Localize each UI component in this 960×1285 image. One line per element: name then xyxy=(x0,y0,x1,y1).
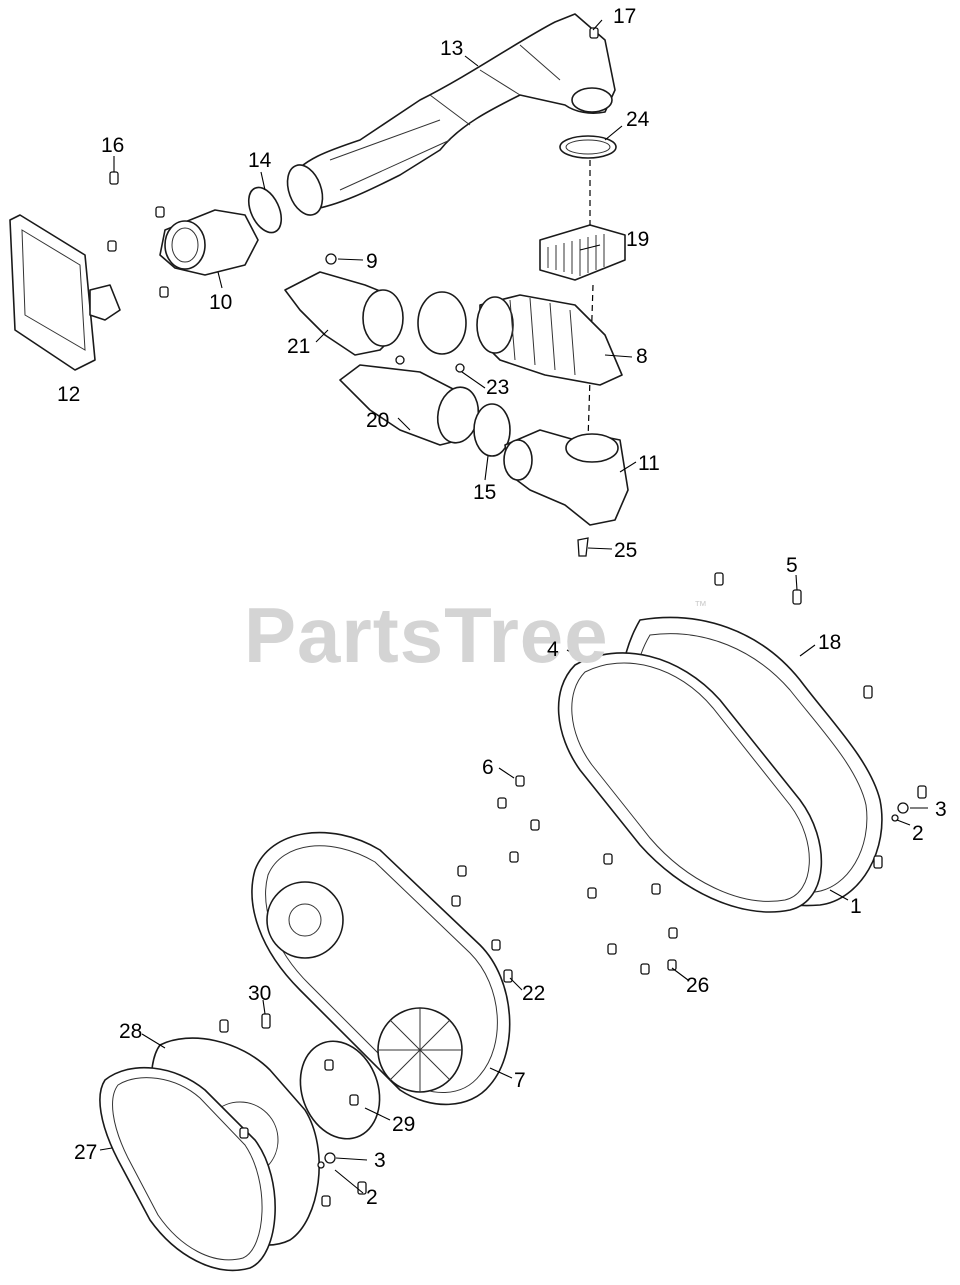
part-27-gasket[interactable] xyxy=(99,1066,276,1272)
callout-1[interactable]: 1 xyxy=(850,895,862,918)
part-19-filter[interactable] xyxy=(539,224,626,281)
callout-25[interactable]: 25 xyxy=(614,539,638,562)
callout-3-bottom[interactable]: 3 xyxy=(374,1149,386,1172)
callout-7[interactable]: 7 xyxy=(514,1069,526,1092)
callout-8[interactable]: 8 xyxy=(636,345,648,368)
callout-27[interactable]: 27 xyxy=(74,1141,98,1164)
callout-21[interactable]: 21 xyxy=(287,335,311,358)
callout-19[interactable]: 19 xyxy=(626,228,650,251)
part-24-clamp[interactable] xyxy=(559,135,617,159)
callout-22[interactable]: 22 xyxy=(522,982,546,1005)
callout-13[interactable]: 13 xyxy=(440,37,464,60)
part-11-elbow[interactable] xyxy=(503,429,629,526)
callout-2-bottom[interactable]: 2 xyxy=(366,1186,378,1209)
callout-15[interactable]: 15 xyxy=(473,481,497,504)
callout-29[interactable]: 29 xyxy=(392,1113,416,1136)
part-14-clamp[interactable] xyxy=(242,182,288,237)
part-21-duct[interactable] xyxy=(284,271,404,356)
callout-16[interactable]: 16 xyxy=(101,134,125,157)
part-4-seal[interactable] xyxy=(557,652,823,913)
o-ring-upper[interactable] xyxy=(417,291,467,355)
part-15-ring[interactable] xyxy=(473,403,511,457)
watermark: PartsTree xyxy=(244,591,609,679)
callout-11[interactable]: 11 xyxy=(638,452,660,475)
callout-17[interactable]: 17 xyxy=(613,5,637,28)
callout-4[interactable]: 4 xyxy=(547,638,559,661)
leader-lines xyxy=(99,19,928,1194)
part-10-adapter[interactable] xyxy=(159,209,259,276)
part-12-airbox[interactable] xyxy=(9,214,121,371)
callout-10[interactable]: 10 xyxy=(209,291,233,314)
callout-2-right[interactable]: 2 xyxy=(912,822,924,845)
callout-30[interactable]: 30 xyxy=(248,982,272,1005)
callout-20[interactable]: 20 xyxy=(366,409,390,432)
callout-6[interactable]: 6 xyxy=(482,756,494,779)
part-13-intake-duct[interactable] xyxy=(281,13,616,220)
callout-24[interactable]: 24 xyxy=(626,108,650,131)
part-29-gasket[interactable] xyxy=(287,1030,393,1150)
callout-3-right[interactable]: 3 xyxy=(935,798,947,821)
hardware-bolts xyxy=(107,27,927,1207)
callout-12[interactable]: 12 xyxy=(57,383,81,406)
callout-23[interactable]: 23 xyxy=(486,376,510,399)
callout-9[interactable]: 9 xyxy=(366,250,378,273)
part-25-clip[interactable] xyxy=(577,537,589,557)
part-7-inner-cover[interactable] xyxy=(251,831,511,1106)
callout-18[interactable]: 18 xyxy=(818,631,842,654)
part-20-duct[interactable] xyxy=(339,364,483,446)
callout-5[interactable]: 5 xyxy=(786,554,798,577)
alignment-line-lower xyxy=(587,284,594,441)
callout-26[interactable]: 26 xyxy=(686,974,710,997)
part-8-intake-housing[interactable] xyxy=(476,294,623,386)
watermark-trademark: ™ xyxy=(694,598,707,613)
callout-14[interactable]: 14 xyxy=(248,149,272,172)
callout-28[interactable]: 28 xyxy=(119,1020,143,1043)
